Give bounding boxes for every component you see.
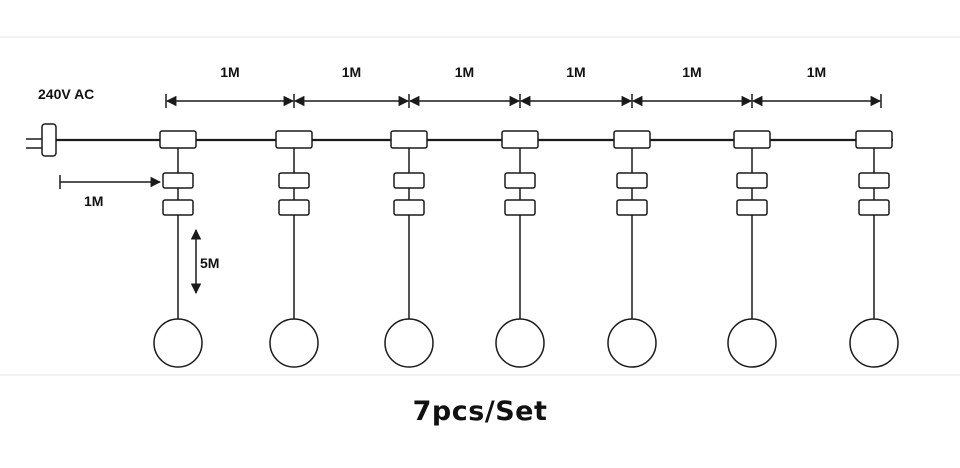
clip-upper [278,172,310,189]
bulb-icon [495,318,545,368]
spacing-label: 1M [455,64,474,80]
socket-connector [613,130,651,149]
power-label: 240V AC [38,86,94,102]
clip-lower [393,199,425,216]
plug-icon [26,123,57,157]
spacing-label: 1M [566,64,585,80]
clip-lower [858,199,890,216]
bulb-drop [495,130,545,368]
string-light-diagram: 240V AC 1M 5M 1M 1M 1M 1M 1M 1M [0,36,960,376]
spacing-label: 1M [682,64,701,80]
bulb-icon [607,318,657,368]
socket-connector [159,130,197,149]
clip-upper [162,172,194,189]
socket-connector [390,130,428,149]
spacing-dimension: 1M [751,64,882,108]
clip-upper [616,172,648,189]
spacing-dimension: 1M [519,64,633,108]
clip-upper [736,172,768,189]
socket-connector [501,130,539,149]
clip-upper [393,172,425,189]
lead-length-label: 1M [84,193,103,209]
bulb-drop [727,130,777,368]
spacing-label: 1M [220,64,239,80]
clip-lower [736,199,768,216]
bulb-drop [607,130,657,368]
spacing-label: 1M [342,64,361,80]
bulb-drop [269,130,319,368]
bulb-drop [384,130,434,368]
bulb-icon [849,318,899,368]
bulb-icon [153,318,203,368]
bulb-icon [727,318,777,368]
bulb-drop [849,130,899,368]
socket-connector [855,130,893,149]
spacing-dimension: 1M [293,64,410,108]
spacing-dimension: 1M [165,64,295,108]
clip-upper [858,172,890,189]
clip-lower [278,199,310,216]
clip-lower [616,199,648,216]
spacing-dimension: 1M [408,64,521,108]
clip-lower [504,199,536,216]
bulb-icon [269,318,319,368]
spacing-label: 1M [807,64,826,80]
caption: 7pcs/Set [412,396,548,427]
bulb-drop [153,130,203,368]
spacing-dimension: 1M [631,64,753,108]
socket-connector [733,130,771,149]
bulb-icon [384,318,434,368]
clip-lower [162,199,194,216]
socket-connector [275,130,313,149]
clip-upper [504,172,536,189]
drop-length-label: 5M [200,255,219,271]
